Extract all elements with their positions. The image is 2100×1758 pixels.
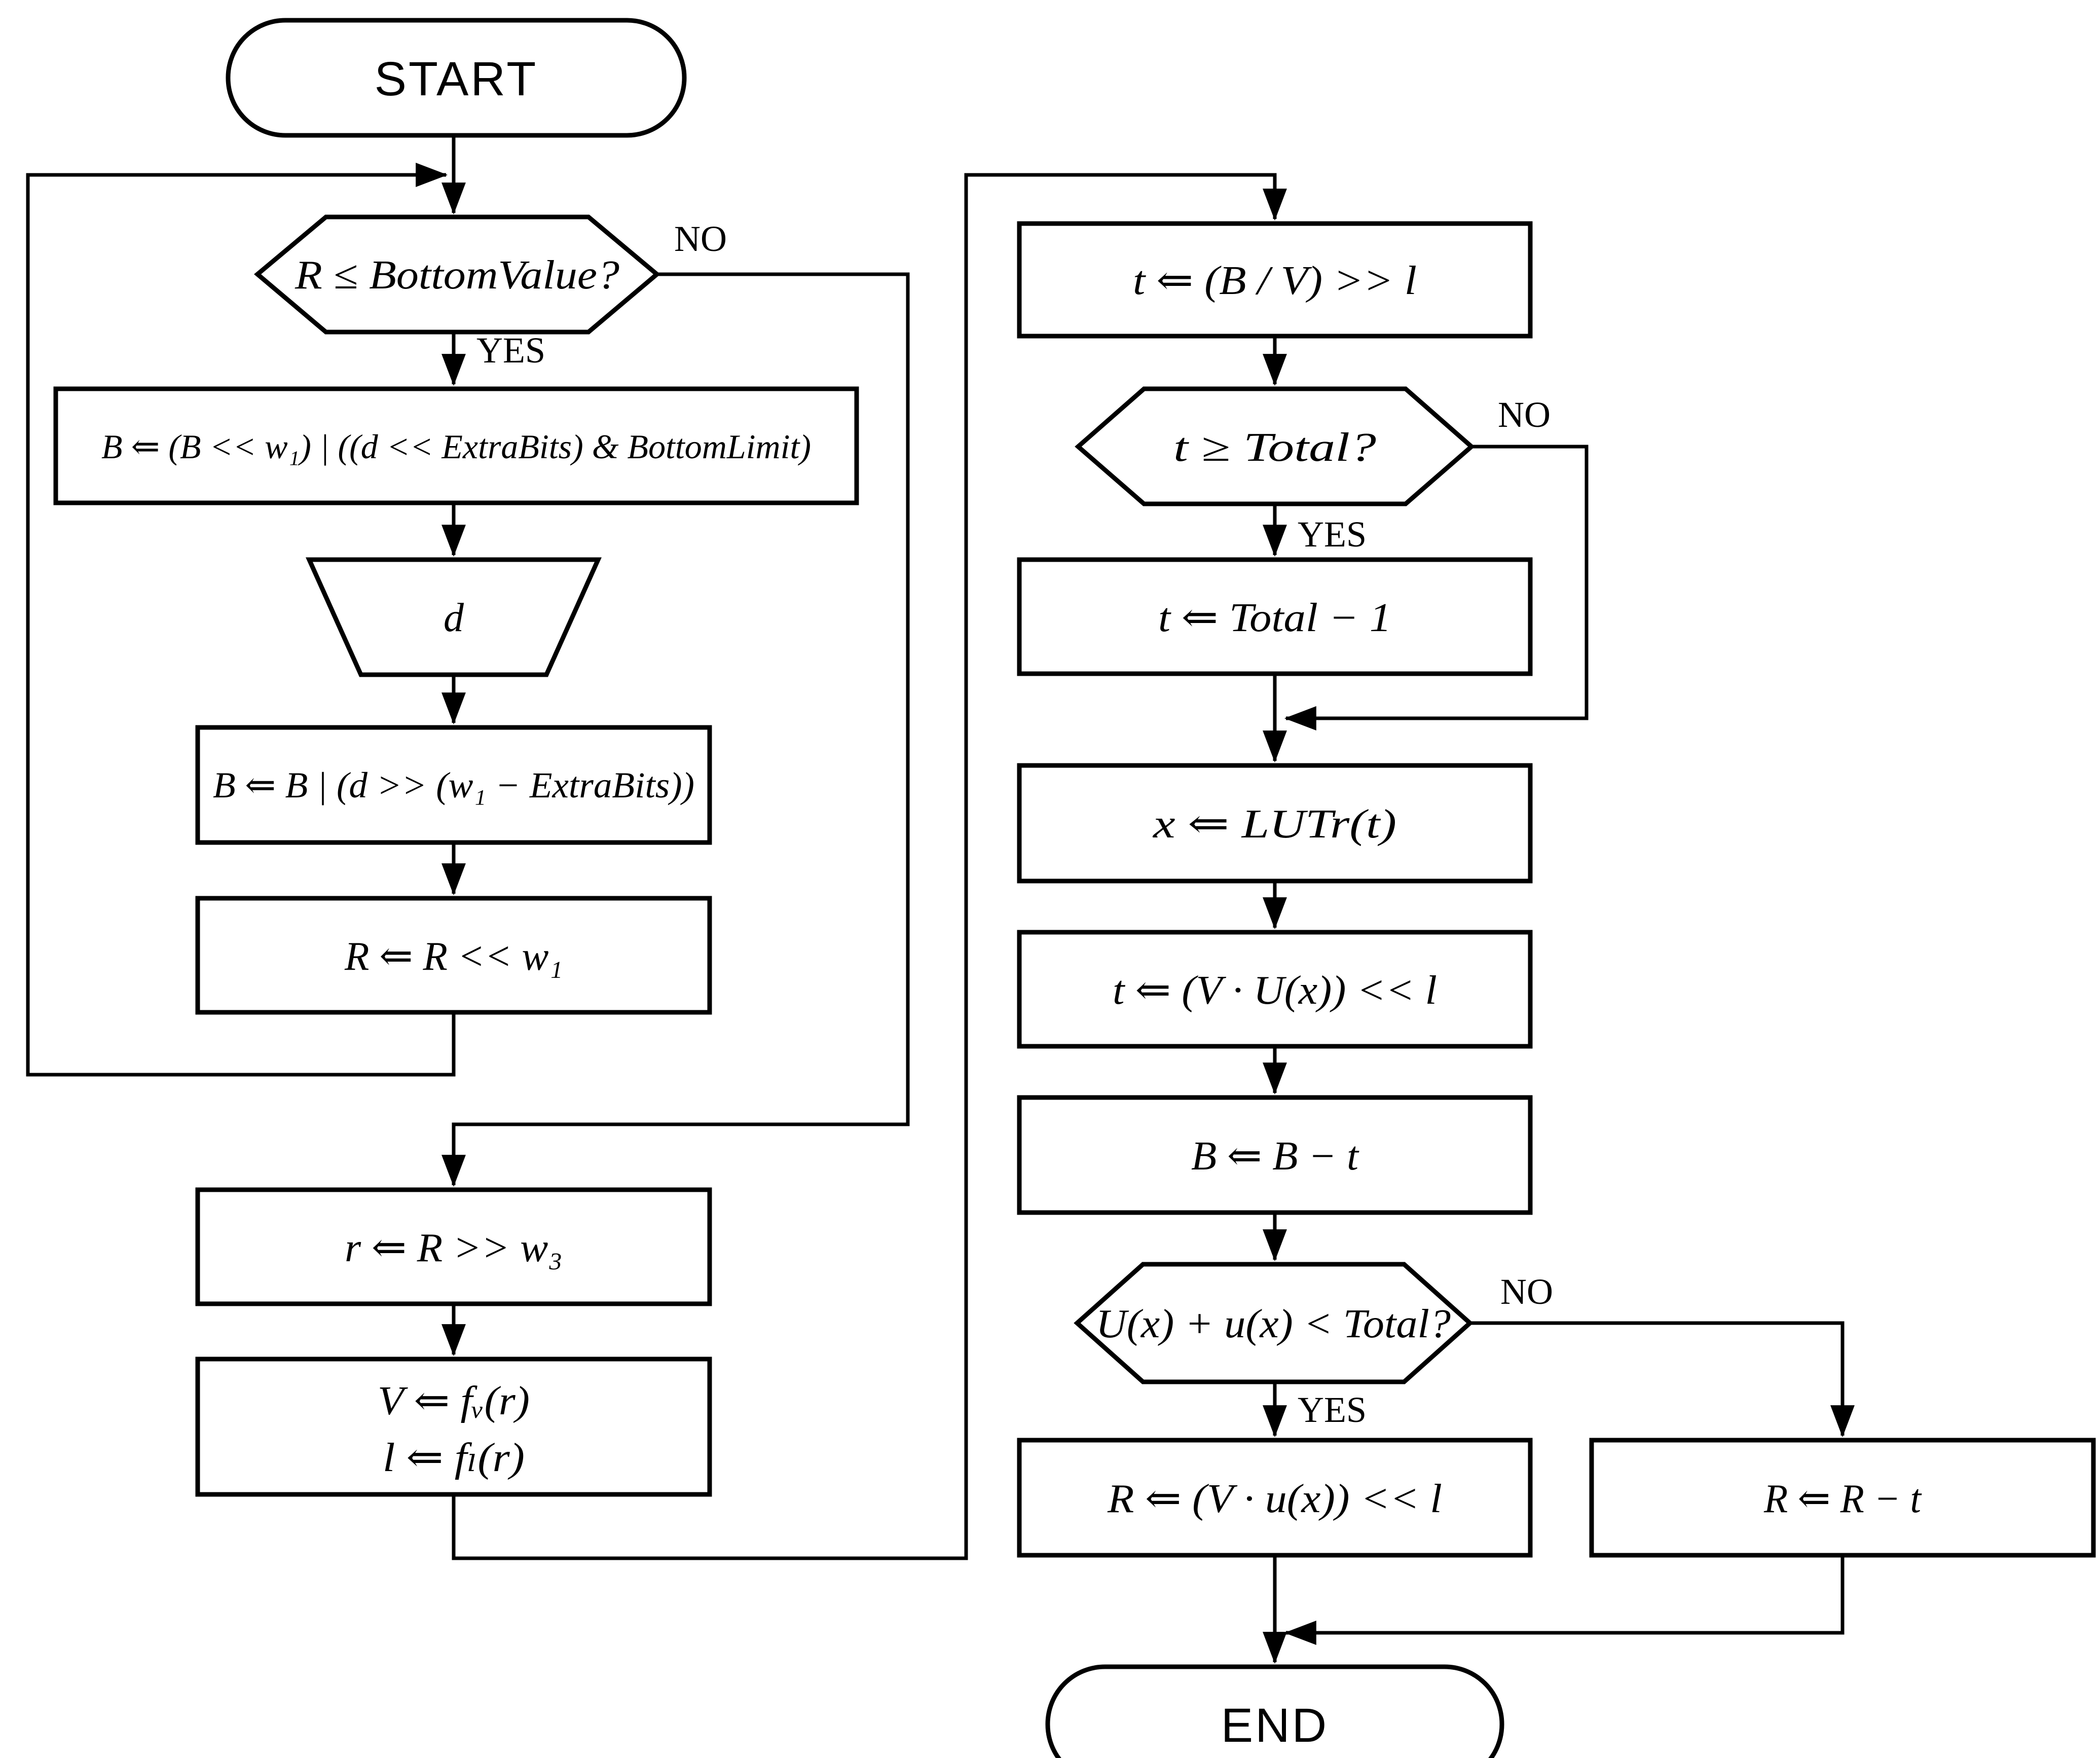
edge-loop-back-renorm xyxy=(26,163,456,1077)
box-shift-in-label: B ⇐ (B << w₁) | ((d << ExtraBits) & Bott… xyxy=(101,427,811,466)
decision-bottom-no-label: NO xyxy=(674,218,727,259)
edge-decision-bottom-no xyxy=(441,272,910,1187)
node-end: END xyxy=(1045,1664,1504,1758)
decision-total-label: t ≥ Total? xyxy=(1173,425,1376,470)
box-shift-r-label: R ⇐ R << w₁ xyxy=(344,934,563,979)
node-box-lut: x ⇐ LUTr(t) xyxy=(1017,763,1533,884)
node-box-b-sub: B ⇐ B − t xyxy=(1017,1095,1533,1215)
decision-total-yes-label: YES xyxy=(1298,514,1367,555)
node-box-r-small: r ⇐ R >> w₃ xyxy=(195,1187,712,1306)
box-t-div-rect xyxy=(1017,221,1533,339)
decision-bottom-label: R ≤ BottomValue? xyxy=(294,253,619,298)
decision-total-no-label: NO xyxy=(1498,394,1551,435)
decision-total-hexagon xyxy=(1075,386,1475,506)
node-box-shift-in: B ⇐ (B << w₁) | ((d << ExtraBits) & Bott… xyxy=(53,386,859,505)
box-b-sub-rect xyxy=(1017,1095,1533,1215)
decision-range-yes-label: YES xyxy=(1298,1389,1367,1430)
decision-bottom-yes-label: YES xyxy=(476,330,545,371)
node-decision-bottom: R ≤ BottomValue? xyxy=(254,214,660,335)
box-r-sub-rect xyxy=(1589,1438,2096,1558)
end-terminator-shape xyxy=(1045,1664,1504,1758)
box-shift-in-rect xyxy=(53,386,859,505)
node-box-t-clamp: t ⇐ Total − 1 xyxy=(1017,557,1533,676)
box-shift-r-rect xyxy=(195,896,712,1015)
connector-edges xyxy=(26,137,1855,1664)
decision-range-hexagon xyxy=(1074,1262,1473,1384)
node-start: START xyxy=(226,18,687,138)
box-t-mul-rect xyxy=(1017,930,1533,1049)
box-merge-d-rect xyxy=(195,725,712,845)
box-merge-d-label: B ⇐ B | (d >> (w₁ − ExtraBits)) xyxy=(213,765,694,805)
decision-range-no-label: NO xyxy=(1500,1271,1553,1312)
start-label: START xyxy=(375,52,538,106)
node-box-t-mul: t ⇐ (V · U(x)) << l xyxy=(1017,930,1533,1049)
node-input-d: d xyxy=(306,557,602,677)
node-box-lookup-vl: V ⇐ fᵥ(r) l ⇐ fₗ(r) xyxy=(195,1357,712,1497)
input-d-trapezoid xyxy=(306,557,602,677)
edge-decision-range-no xyxy=(1470,1321,1855,1438)
node-box-merge-d: B ⇐ B | (d >> (w₁ − ExtraBits)) xyxy=(195,725,712,845)
box-r-mul-label: R ⇐ (V · u(x)) << l xyxy=(1107,1477,1442,1521)
box-t-clamp-rect xyxy=(1017,557,1533,676)
edge-lookup-to-tdiv xyxy=(452,173,1287,1560)
edge-decision-total-no xyxy=(1284,445,1589,730)
edge-rsub-merge xyxy=(1284,1555,1845,1645)
box-lut-rect xyxy=(1017,763,1533,884)
end-label: END xyxy=(1221,1699,1329,1752)
box-b-sub-label: B ⇐ B − t xyxy=(1191,1134,1359,1179)
box-r-small-rect xyxy=(195,1187,712,1306)
decision-bottom-hexagon xyxy=(254,214,660,335)
box-t-div-label: t ⇐ (B / V) >> l xyxy=(1133,259,1417,303)
box-lookup-vl-line2: l ⇐ fₗ(r) xyxy=(383,1436,525,1480)
node-decision-total: t ≥ Total? xyxy=(1075,386,1475,506)
box-t-mul-label: t ⇐ (V · U(x)) << l xyxy=(1113,968,1437,1013)
node-box-r-sub: R ⇐ R − t xyxy=(1589,1438,2096,1558)
box-r-sub-label: R ⇐ R − t xyxy=(1763,1477,1922,1521)
box-r-mul-rect xyxy=(1017,1438,1533,1558)
node-box-r-mul: R ⇐ (V · u(x)) << l xyxy=(1017,1438,1533,1558)
box-r-small-label: r ⇐ R >> w₃ xyxy=(345,1226,563,1270)
node-decision-range: U(x) + u(x) < Total? xyxy=(1074,1262,1473,1384)
node-box-t-div: t ⇐ (B / V) >> l xyxy=(1017,221,1533,339)
decision-range-label: U(x) + u(x) < Total? xyxy=(1096,1302,1451,1346)
start-terminator-shape xyxy=(226,18,687,138)
box-lookup-vl-rect xyxy=(195,1357,712,1497)
box-t-clamp-label: t ⇐ Total − 1 xyxy=(1158,596,1391,640)
branch-labels: NO YES NO YES NO YES xyxy=(476,218,1553,1430)
node-box-shift-r: R ⇐ R << w₁ xyxy=(195,896,712,1015)
box-lut-label: x ⇐ LUTr(t) xyxy=(1153,802,1396,847)
input-d-label: d xyxy=(444,596,464,640)
box-lookup-vl-line1: V ⇐ fᵥ(r) xyxy=(378,1379,530,1423)
